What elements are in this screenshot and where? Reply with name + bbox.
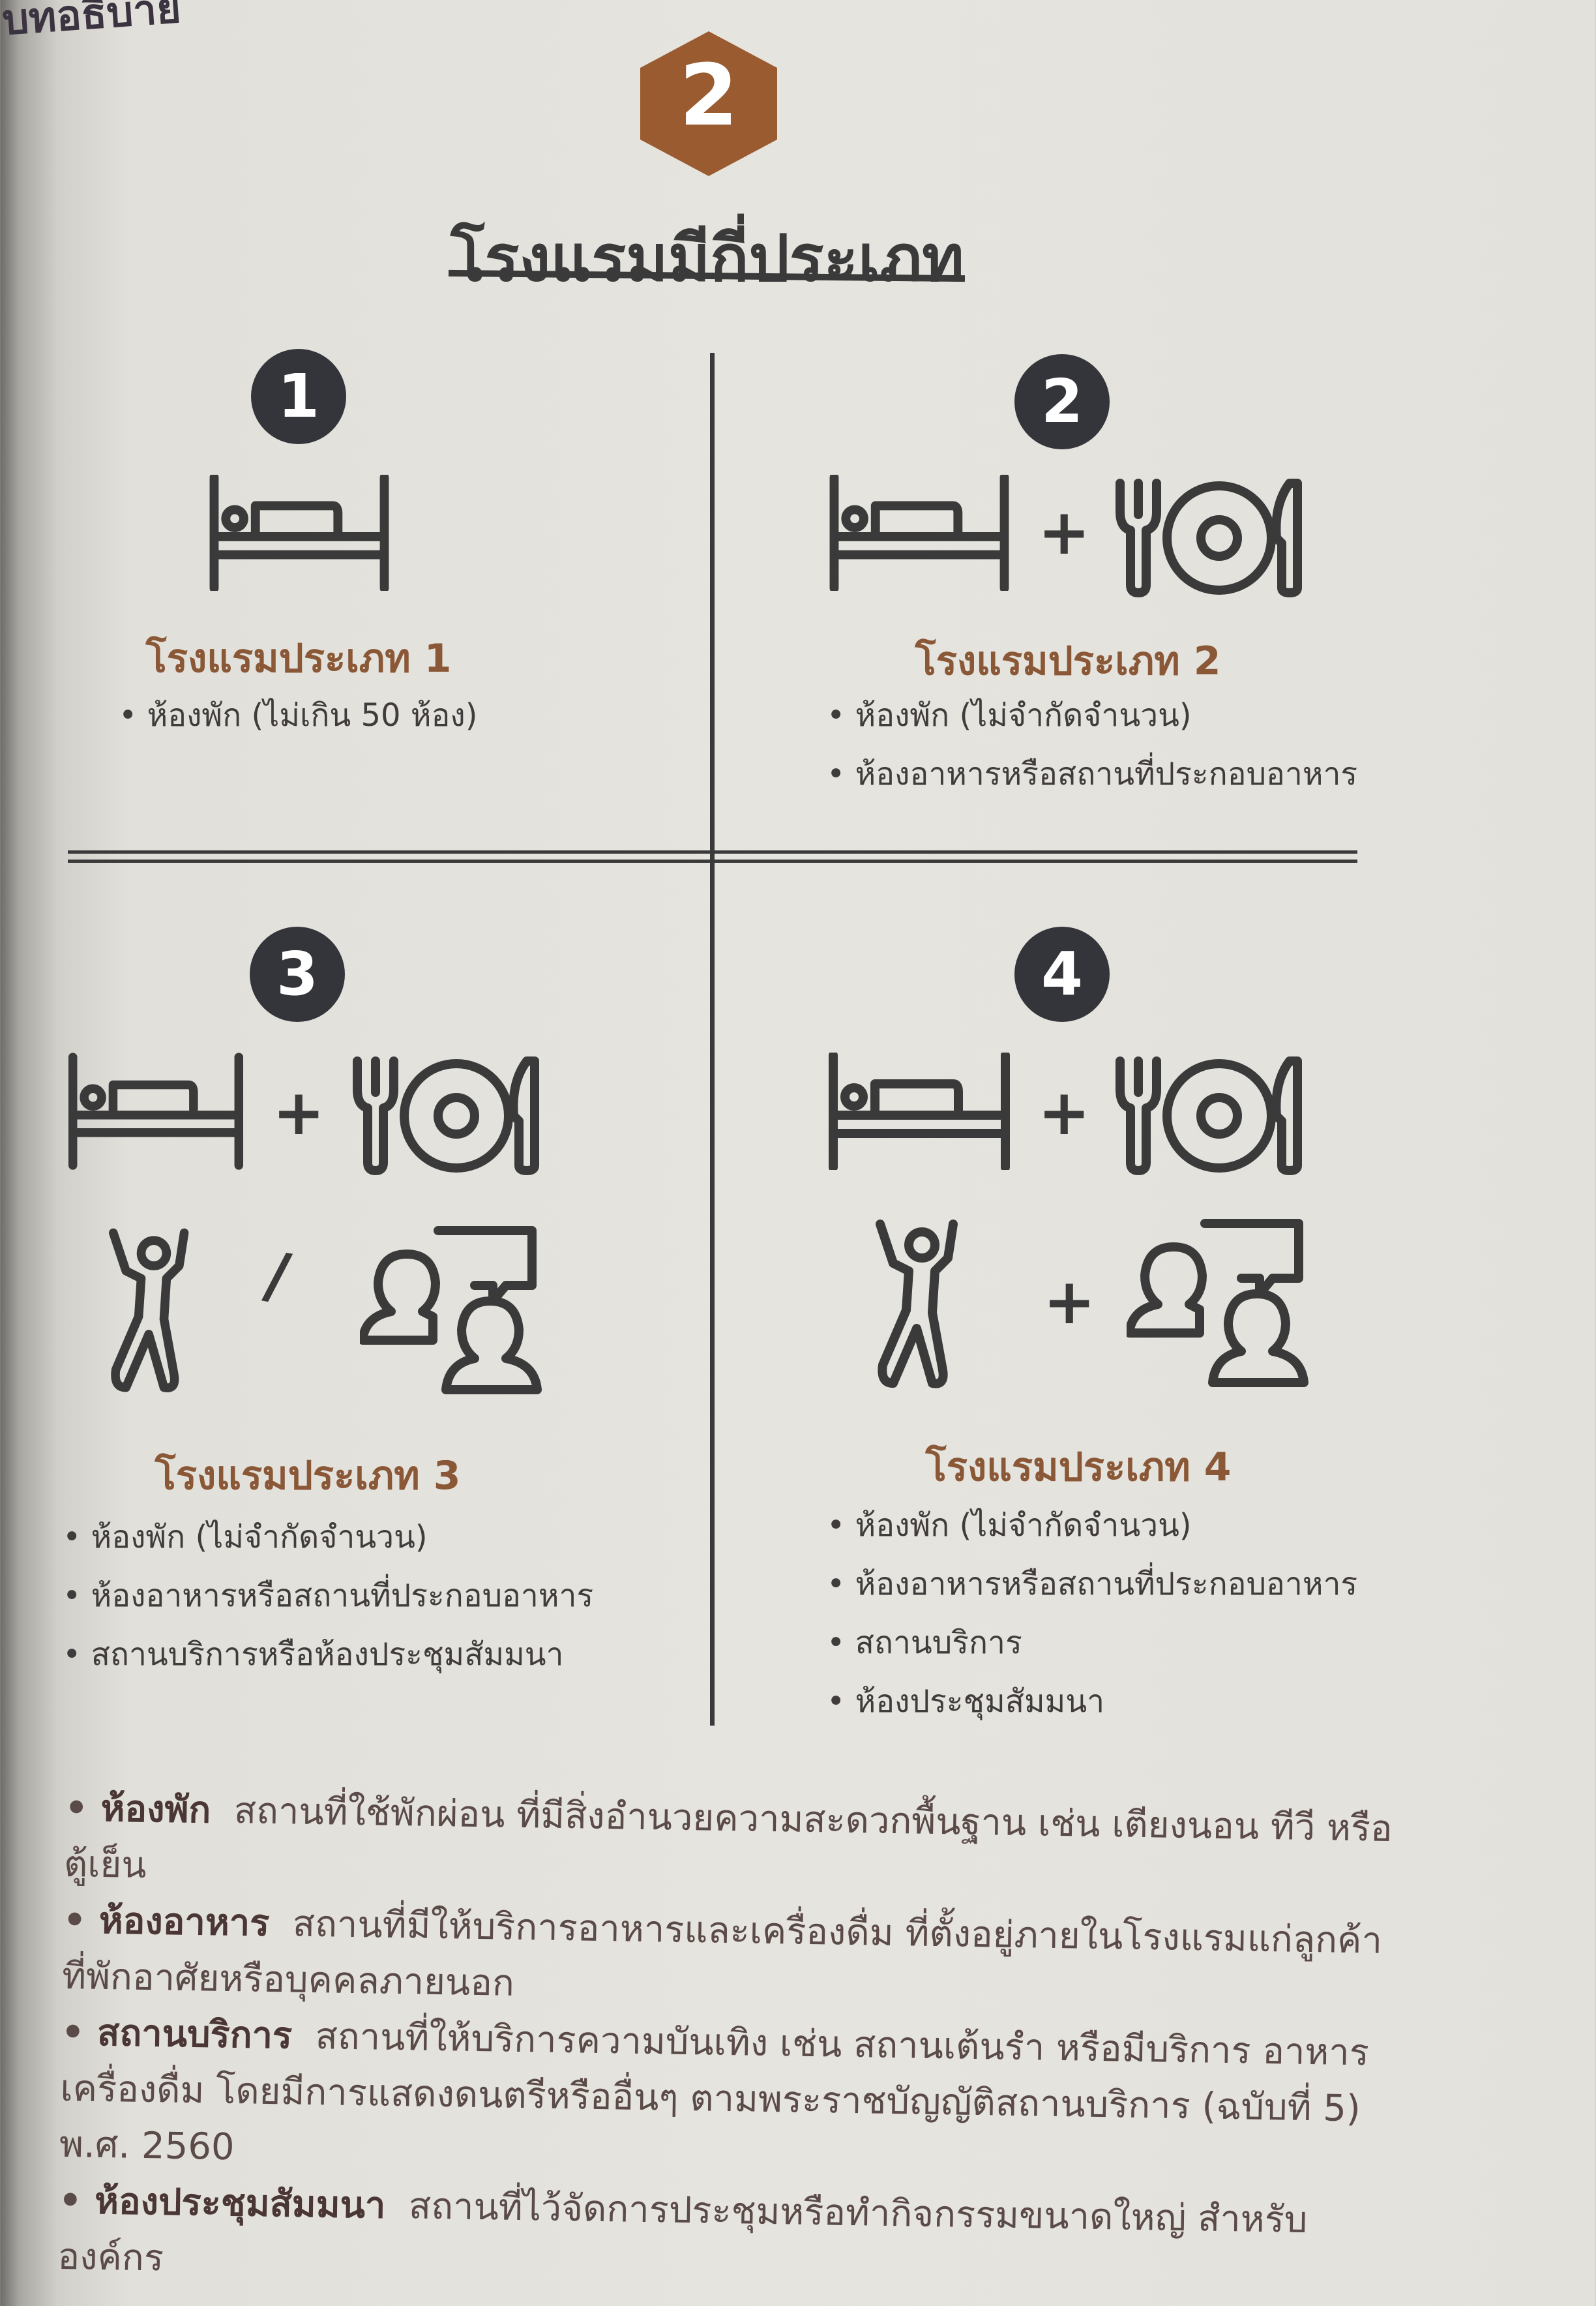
- horizontal-divider-bottom: [68, 860, 1357, 863]
- note-term: สถานบริการ: [96, 2011, 293, 2058]
- type-bullets: ห้องพัก (ไม่จำกัดจำนวน) ห้องอาหารหรือสถา…: [63, 1508, 594, 1684]
- bullet-item: ห้องพัก (ไม่เกิน 50 ห้อง): [119, 686, 478, 745]
- plus-sign: +: [1038, 1076, 1091, 1149]
- bed-icon: [205, 475, 394, 591]
- type-bullets: ห้องพัก (ไม่เกิน 50 ห้อง): [119, 686, 478, 745]
- bullet-item: ห้องประชุมสัมมนา: [827, 1672, 1357, 1731]
- note-item: สถานบริการ สถานที่ให้บริการความบันเทิง เ…: [59, 2005, 1405, 2194]
- plus-sign: +: [1043, 1265, 1096, 1338]
- bullet-item: ห้องพัก (ไม่จำกัดจำนวน): [827, 686, 1357, 745]
- dancer-icon: [108, 1222, 197, 1398]
- dining-icon: [1112, 475, 1308, 599]
- page-title: โรงแรมมีกี่ประเภท: [451, 222, 964, 296]
- bullet-item: สถานบริการหรือห้องประชุมสัมมนา: [63, 1625, 593, 1684]
- type-title: โรงแรมประเภท 2: [915, 638, 1221, 684]
- type-bullets: ห้องพัก (ไม่จำกัดจำนวน) ห้องอาหารหรือสถา…: [827, 686, 1358, 803]
- dining-icon: [1112, 1053, 1308, 1176]
- type-bullets: ห้องพัก (ไม่จำกัดจำนวน) ห้องอาหารหรือสถา…: [827, 1496, 1358, 1731]
- plus-sign: +: [1038, 496, 1091, 569]
- type-title: โรงแรมประเภท 3: [155, 1453, 461, 1499]
- bullet-item: ห้องอาหารหรือสถานที่ประกอบอาหาร: [827, 745, 1358, 803]
- definitions-notes: ห้องพัก สถานที่ใช้พักผ่อน ที่มีสิ่งอำนวย…: [57, 1780, 1408, 2306]
- type-title: โรงแรมประเภท 1: [145, 636, 452, 681]
- note-text: สถานที่ใช้พักผ่อน ที่มีสิ่งอำนวยความสะดว…: [63, 1789, 1393, 1887]
- bullet-item: ห้องอาหารหรือสถานที่ประกอบอาหาร: [827, 1555, 1358, 1613]
- note-term: ห้องอาหาร: [98, 1899, 270, 1945]
- vertical-divider: [710, 353, 715, 1726]
- plus-sign: +: [273, 1076, 325, 1149]
- bullet-item: ห้องอาหารหรือสถานที่ประกอบอาหาร: [63, 1566, 594, 1625]
- type-number-badge: 3: [250, 927, 345, 1022]
- bed-icon: [827, 1053, 1012, 1170]
- meeting-icon: [360, 1222, 542, 1398]
- note-item: ห้องประชุมสัมมนา สถานที่ไว้จัดการประชุมห…: [57, 2173, 1402, 2306]
- bullet-item: สถานบริการ: [827, 1613, 1357, 1672]
- bullet-item: ห้องพัก (ไม่จำกัดจำนวน): [63, 1508, 593, 1566]
- slash-sign: /: [259, 1237, 295, 1314]
- type-title: โรงแรมประเภท 4: [925, 1445, 1232, 1490]
- section-number-hexagon: [640, 31, 777, 176]
- note-term: ห้องพัก: [100, 1787, 211, 1832]
- dancer-icon: [875, 1216, 966, 1392]
- bullet-item: ห้องพัก (ไม่จำกัดจำนวน): [827, 1496, 1357, 1555]
- type-number-badge: 2: [1014, 354, 1110, 449]
- horizontal-divider-top: [68, 850, 1357, 854]
- bed-icon: [68, 1053, 244, 1170]
- type-number-badge: 4: [1014, 927, 1110, 1022]
- dining-icon: [349, 1053, 545, 1176]
- note-term: ห้องประชุมสัมมนา: [94, 2179, 386, 2227]
- section-number: 2: [679, 46, 739, 145]
- note-item: ห้องอาหาร สถานที่มีให้บริการอาหารและเครื…: [62, 1893, 1406, 2026]
- meeting-icon: [1127, 1216, 1309, 1390]
- note-item: ห้องพัก สถานที่ใช้พักผ่อน ที่มีสิ่งอำนวย…: [63, 1780, 1408, 1913]
- type-number-badge: 1: [251, 349, 346, 444]
- chapter-label: บทอธิบาย: [1, 0, 183, 45]
- bed-icon: [827, 475, 1012, 591]
